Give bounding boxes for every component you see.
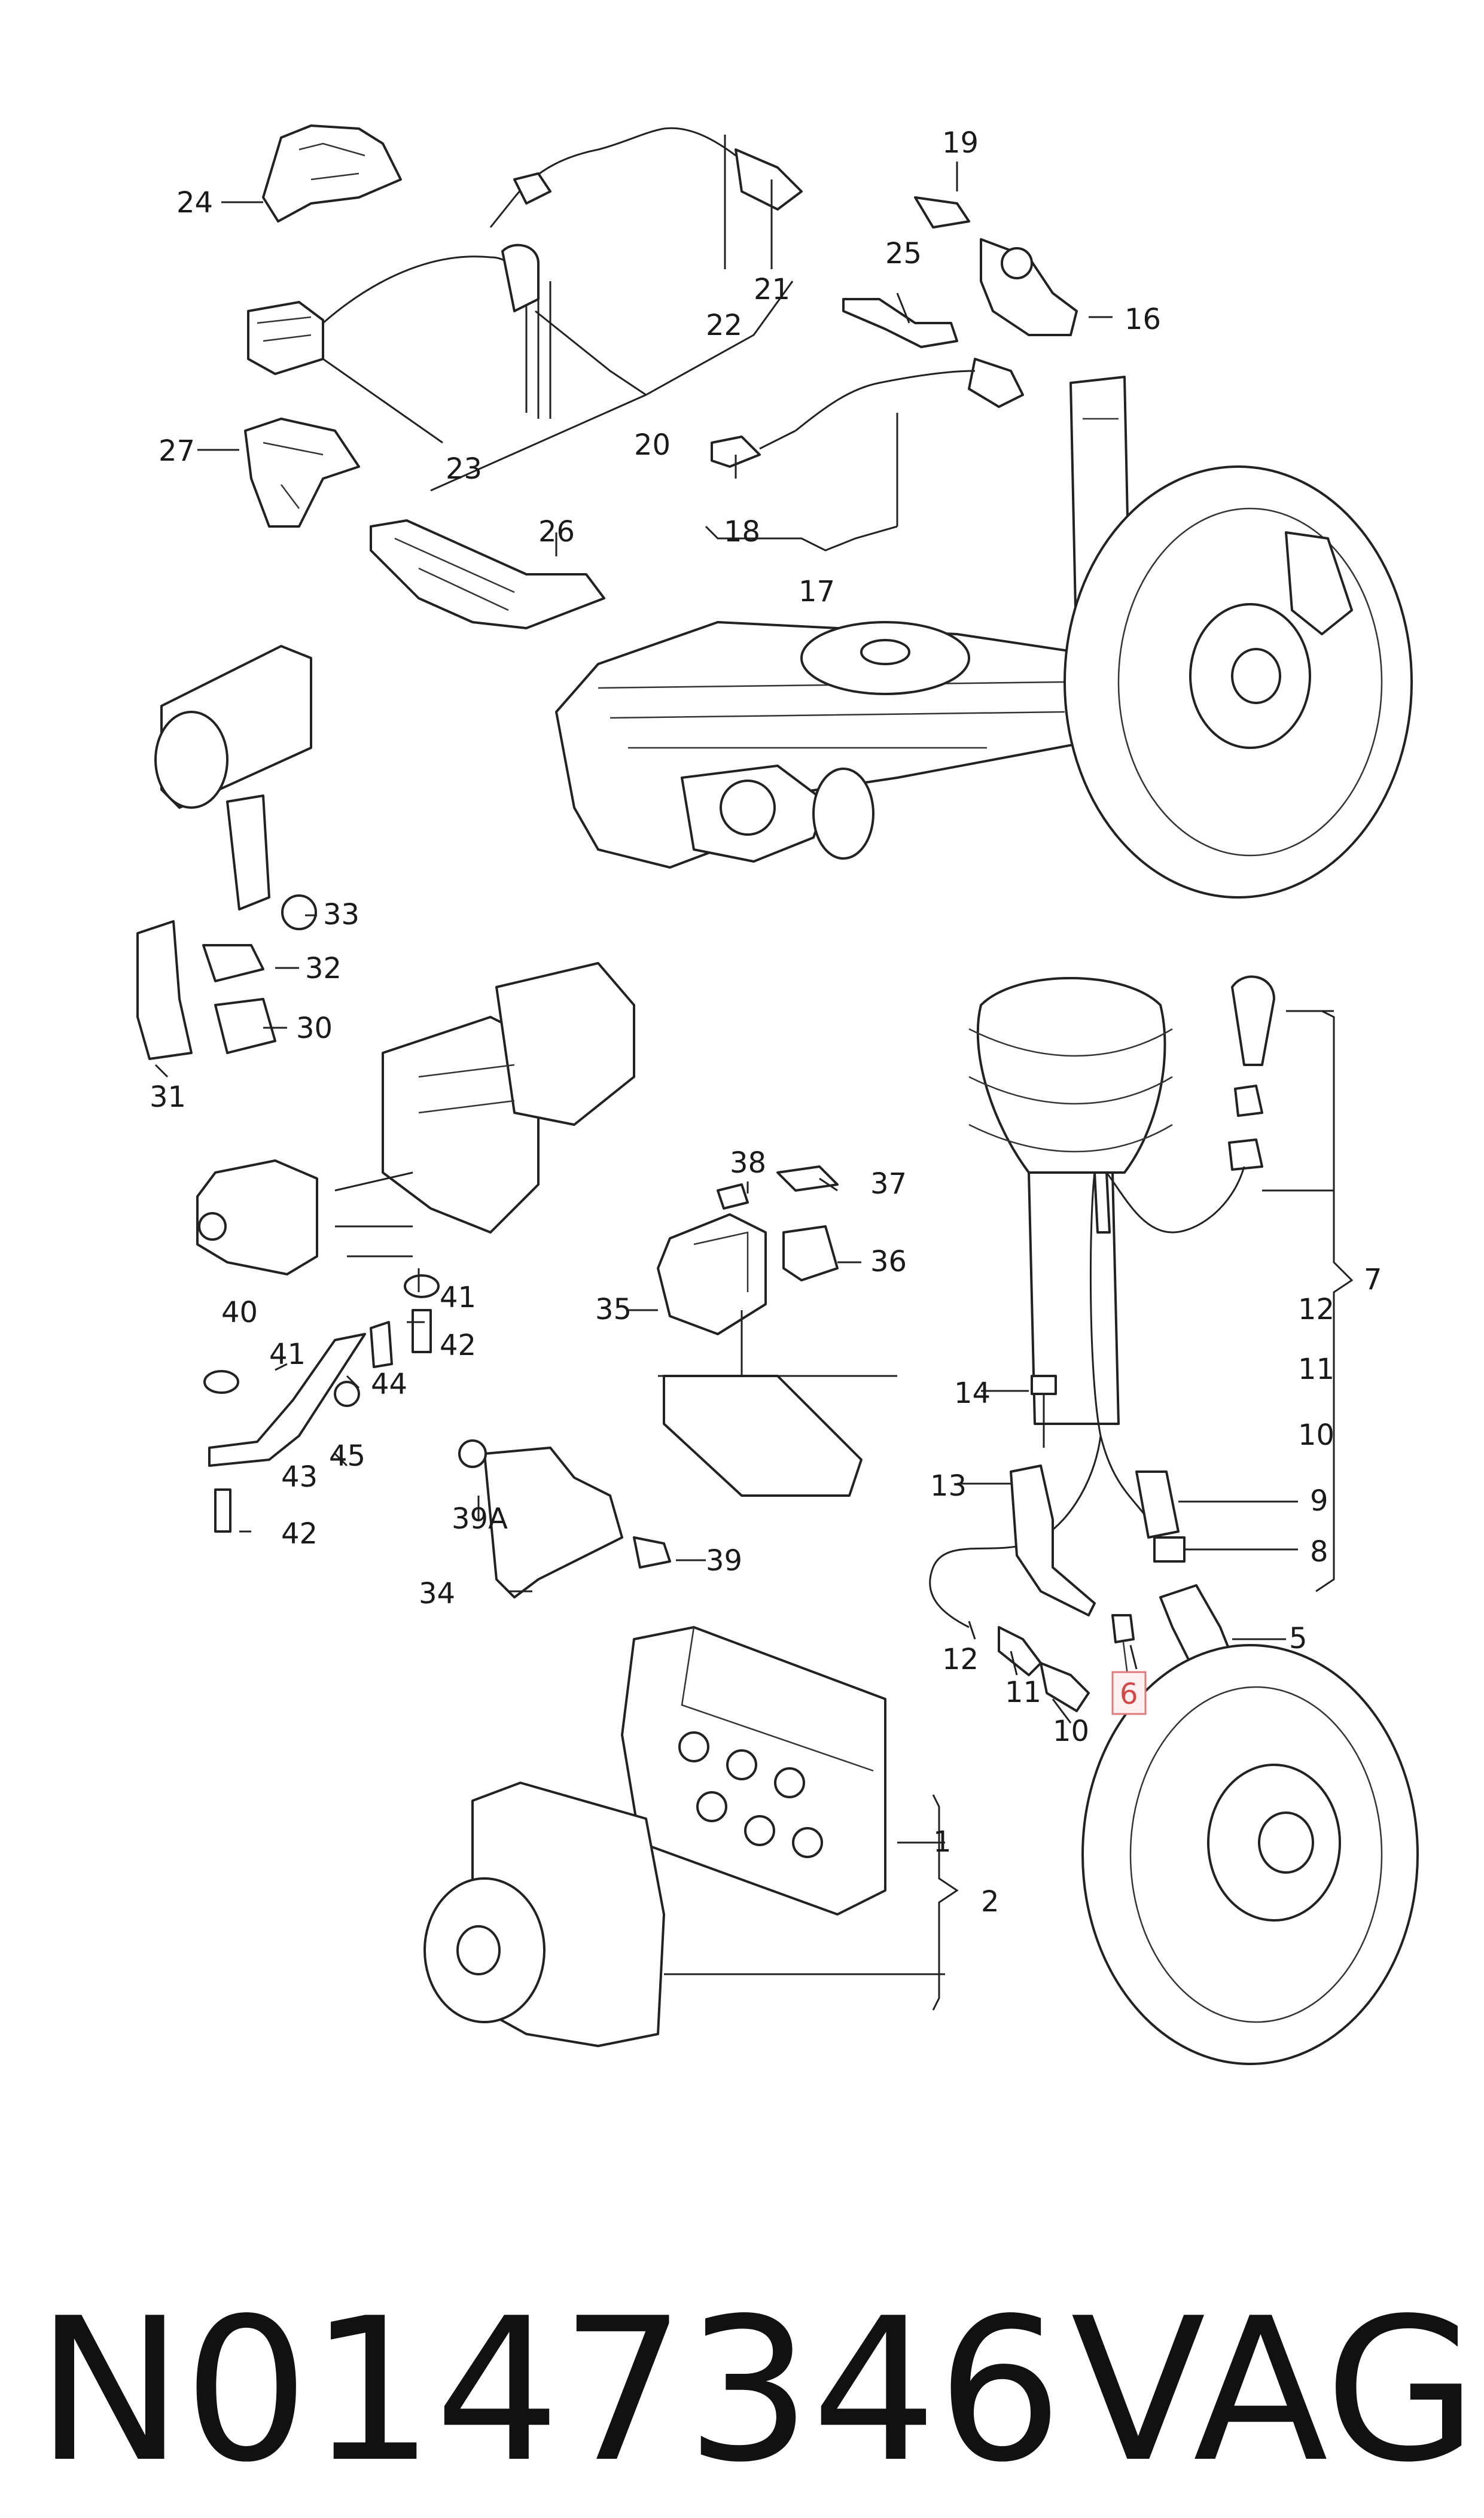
callout-23: 23 <box>446 452 482 486</box>
callout-37: 37 <box>870 1167 907 1201</box>
callout-26: 26 <box>538 515 575 549</box>
callout-31: 31 <box>150 1080 186 1114</box>
callout-10b: 10 <box>1053 1715 1089 1748</box>
brand-name: VAG <box>1071 2276 1477 2505</box>
leader-lines <box>154 135 1354 2011</box>
callout-24: 24 <box>176 186 213 220</box>
callout-38: 38 <box>730 1146 766 1180</box>
abs-unit-group <box>423 1626 945 2047</box>
ecu-bracket-group <box>458 1165 897 1599</box>
callout-39A: 39A <box>452 1502 508 1536</box>
callout-1: 1 <box>933 1825 952 1859</box>
footer: N0147346 VAG <box>36 2276 1477 2505</box>
callout-32: 32 <box>305 952 342 985</box>
callout-43: 43 <box>281 1460 318 1494</box>
callout-2: 2 <box>981 1885 1000 1919</box>
callout-36: 36 <box>870 1245 907 1278</box>
front-strut-group <box>929 975 1419 2065</box>
callout-19: 19 <box>942 126 979 160</box>
callout-27: 27 <box>159 434 195 468</box>
callout-21: 21 <box>754 273 790 306</box>
callout-16: 16 <box>1125 303 1161 336</box>
callout-35: 35 <box>595 1293 632 1326</box>
callout-8: 8 <box>1310 1535 1328 1569</box>
callout-42b: 42 <box>281 1517 318 1551</box>
callout-7: 7 <box>1364 1263 1382 1296</box>
callout-labels: 24 19 25 16 22 21 20 23 27 18 26 17 33 3… <box>150 126 1382 1919</box>
callout-6: 6 <box>1120 1677 1138 1711</box>
callout-20: 20 <box>634 428 671 462</box>
callout-40: 40 <box>221 1296 258 1329</box>
callout-13: 13 <box>930 1469 967 1503</box>
callout-39: 39 <box>706 1544 742 1578</box>
callout-5: 5 <box>1289 1622 1308 1655</box>
callout-12a: 12 <box>1298 1293 1334 1326</box>
callout-25: 25 <box>885 237 922 270</box>
callout-41b: 41 <box>269 1338 306 1371</box>
rear-sensor-group <box>711 196 1078 468</box>
callout-11a: 11 <box>1298 1353 1334 1386</box>
rear-harness-group <box>244 124 803 629</box>
rear-axle-assembly <box>154 376 1413 899</box>
callout-6-highlight <box>1111 1671 1147 1715</box>
callout-22: 22 <box>706 309 742 342</box>
callout-33: 33 <box>323 898 359 931</box>
callout-17: 17 <box>799 575 835 608</box>
callout-30: 30 <box>296 1012 333 1045</box>
callout-34: 34 <box>419 1577 455 1610</box>
callout-42a: 42 <box>440 1329 476 1362</box>
part-number: N0147346 <box>36 2276 1063 2505</box>
module-mount-group <box>136 794 635 1533</box>
callout-41a: 41 <box>440 1281 476 1314</box>
callout-44: 44 <box>371 1368 407 1401</box>
callout-11b: 11 <box>1005 1676 1041 1709</box>
callout-14: 14 <box>954 1377 991 1410</box>
callout-10a: 10 <box>1298 1418 1334 1452</box>
callout-9: 9 <box>1310 1484 1328 1518</box>
callout-12b: 12 <box>942 1643 979 1676</box>
callout-18: 18 <box>724 515 760 549</box>
callout-45: 45 <box>329 1439 365 1473</box>
